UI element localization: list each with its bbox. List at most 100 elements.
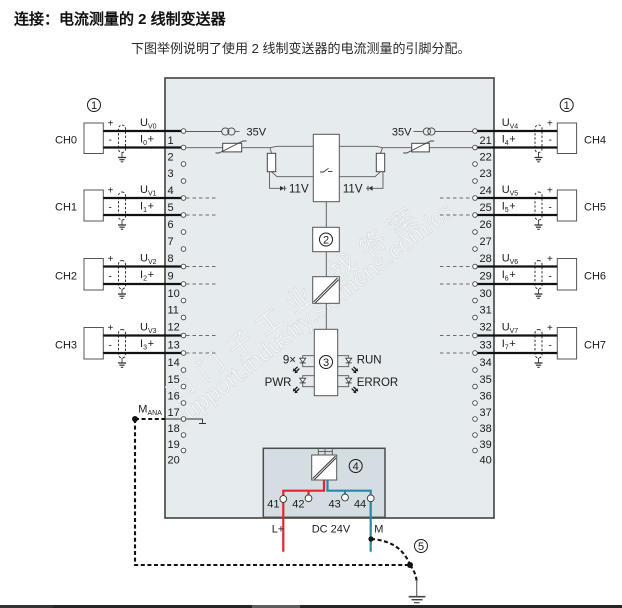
analog-ground-return xyxy=(133,419,410,567)
terminal: 20 xyxy=(168,447,187,467)
terminal: 9 xyxy=(168,263,187,283)
terminal-contact xyxy=(180,195,187,201)
terminal-number: 8 xyxy=(168,253,174,265)
channel-label: CH0 xyxy=(55,134,77,146)
arrow-shaft xyxy=(294,366,298,370)
terminal-contact xyxy=(180,246,187,252)
terminal: 27 xyxy=(472,229,492,248)
terminal-contact xyxy=(472,178,478,184)
arrow-head xyxy=(294,370,298,374)
terminal: 36 xyxy=(472,383,492,403)
terminal-number: 3 xyxy=(168,168,174,180)
terminal: 16 xyxy=(168,383,187,403)
current-label: I4+ xyxy=(502,134,516,148)
callout-number: 2 xyxy=(323,235,329,247)
terminal-contact xyxy=(472,400,478,406)
resistor-icon xyxy=(266,152,277,173)
callout-number: 5 xyxy=(418,541,424,553)
scrollbar-thumb[interactable] xyxy=(252,605,300,608)
terminal: 10 xyxy=(168,281,187,300)
status-block: 3 xyxy=(313,328,339,397)
ground-icon xyxy=(534,220,543,230)
light-emission-icon xyxy=(292,386,300,394)
terminal: 29 xyxy=(472,263,492,283)
terminal-number: 32 xyxy=(480,322,492,334)
supply-plus-wire xyxy=(282,480,326,552)
source-circle xyxy=(221,127,230,136)
internal-link-dashed xyxy=(440,197,473,216)
terminal-number: 24 xyxy=(480,185,492,197)
light-emission-icon xyxy=(351,366,359,374)
terminal-contact xyxy=(180,383,187,390)
terminal-contact xyxy=(180,229,187,235)
zener-diode-icon xyxy=(367,185,373,191)
current-label-sign: + xyxy=(509,201,515,213)
terminal-contact xyxy=(472,281,478,287)
terminal-contact xyxy=(180,297,187,304)
terminal-contact xyxy=(180,332,187,339)
horizontal-scrollbar[interactable] xyxy=(0,605,622,608)
plus-terminal-label: + xyxy=(108,185,114,196)
voltage-label: UV4 xyxy=(502,117,519,131)
voltage-label-subscript: V1 xyxy=(148,191,157,198)
internal-ground-symbol xyxy=(185,418,206,424)
terminal-contact xyxy=(472,246,478,252)
callout-circle xyxy=(319,355,333,369)
voltage-label-symbol: U xyxy=(140,117,148,129)
current-label-subscript: 7 xyxy=(505,345,509,352)
terminal-number: 7 xyxy=(168,236,174,248)
voltage-label: UV7 xyxy=(502,322,519,336)
internal-link-dashed xyxy=(186,197,218,216)
callout-number: 1 xyxy=(91,100,97,112)
voltage-label-symbol: U xyxy=(502,117,510,129)
terminal-contact xyxy=(180,447,187,454)
terminal: 30 xyxy=(472,281,492,300)
channel-label: CH6 xyxy=(584,270,606,282)
terminal-contact xyxy=(180,314,187,321)
supply-minus-wire xyxy=(326,480,372,552)
current-label-symbol: I xyxy=(502,201,505,213)
led-label: ERROR xyxy=(357,377,399,389)
terminal-number: 19 xyxy=(168,439,180,451)
junction-dot xyxy=(407,562,413,568)
voltage-label-symbol: U xyxy=(140,184,148,196)
resistor-icon xyxy=(375,152,386,173)
zener-diode-icon xyxy=(280,185,286,191)
junction-dot xyxy=(132,416,138,422)
terminal-contact xyxy=(472,350,478,356)
diode-triangle xyxy=(368,185,373,191)
led-icon xyxy=(298,377,307,384)
terminal-number: 15 xyxy=(168,374,180,386)
callout-circle xyxy=(319,232,333,247)
terminal-number: 6 xyxy=(168,219,174,231)
led-icon xyxy=(298,357,307,364)
terminal-number: 21 xyxy=(480,135,492,147)
plus-terminal-label: + xyxy=(108,254,114,265)
terminal-contact xyxy=(180,367,187,373)
protection-leads xyxy=(339,145,412,189)
power-terminal: 44 xyxy=(354,494,375,510)
source-voltage-label: 35V xyxy=(247,127,267,139)
terminal: 13 xyxy=(168,332,187,352)
signal-block-box xyxy=(312,226,340,253)
terminal-number: 39 xyxy=(480,439,492,451)
light-emission-icon xyxy=(351,386,359,394)
current-label-symbol: I xyxy=(502,269,505,281)
switch-icon xyxy=(320,167,333,173)
terminal-contact xyxy=(180,432,187,438)
terminal: 23 xyxy=(472,161,492,180)
current-label-subscript: 1 xyxy=(143,207,147,214)
terminal-number: 1 xyxy=(168,135,174,147)
current-label-symbol: I xyxy=(502,134,505,146)
terminal: 24 xyxy=(472,178,492,197)
power-led: PWR xyxy=(265,375,315,394)
channel-label: CH2 xyxy=(55,270,77,282)
